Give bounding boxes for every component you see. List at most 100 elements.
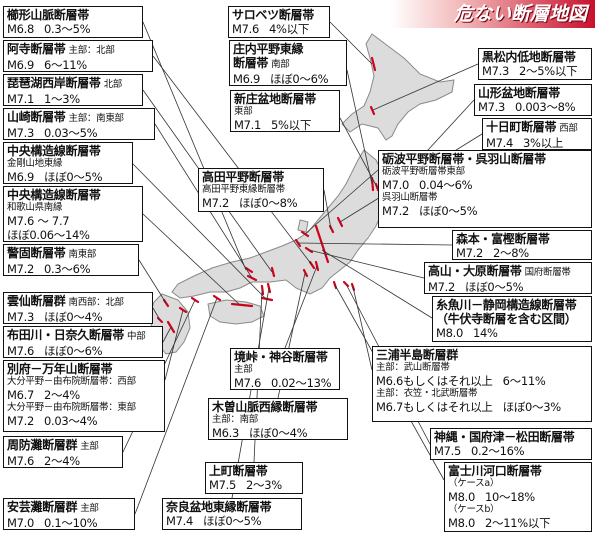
magnitude: M6.9	[7, 170, 35, 184]
fault-name: 富士川河口断層帯	[448, 464, 542, 478]
magnitude: ほぼ0.06～14%	[7, 228, 90, 242]
magnitude: M6.7もしくはそれ以上	[376, 400, 493, 414]
magnitude: M7.6 ～ 7.7	[7, 214, 70, 228]
fault-name: 十日町断層帯西部	[486, 120, 578, 134]
fault-name: 雲仙断層群南西部：北部	[7, 294, 124, 308]
magnitude: M7.4	[166, 514, 194, 528]
leader-aterasawa	[152, 55, 313, 266]
fault-values: ほぼ0.06～14%	[7, 228, 139, 242]
leader-chuo1	[132, 163, 267, 300]
fault-name: 琵琶湖西岸断層帯北部	[7, 76, 123, 90]
fault-name: 境峠・神谷断層帯	[234, 350, 328, 364]
map-title: 危ない断層地図	[390, 0, 595, 28]
fault-values: M8.0 14%	[436, 326, 588, 340]
magnitude: M7.0	[382, 178, 410, 192]
fault-section: 大分平野－由布院断層帯：西部	[7, 376, 136, 387]
fault-itoigawa	[314, 224, 330, 264]
fault-name: 神縄・国府津－松田断層帯	[434, 430, 575, 444]
fault-note: 主部：北部	[68, 45, 115, 56]
fault-note: 国府断層帯	[524, 267, 571, 278]
probability: 4%以下	[269, 22, 310, 36]
magnitude: M7.5	[209, 478, 237, 492]
leader-miura	[352, 286, 373, 371]
magnitude: M7.3	[7, 310, 35, 324]
magnitude: M6.6もしくはそれ以上	[376, 374, 493, 388]
magnitude: M8.0	[436, 326, 464, 340]
fault-section: （ケースa）	[448, 478, 500, 489]
probability: 0.03～4%	[44, 414, 98, 428]
fault-name: 森本・富樫断層帯	[456, 232, 550, 246]
fault-section: （ケースb）	[448, 504, 500, 515]
probability: 2～11%以下	[485, 516, 551, 530]
leader-chuo2	[142, 213, 241, 306]
probability: 0.02～13%	[271, 376, 332, 390]
magnitude: M7.2	[456, 246, 484, 260]
probability: ほぼ0～8%	[239, 196, 298, 210]
fault-chuo2	[230, 302, 254, 308]
magnitude: M6.3	[212, 426, 240, 440]
magnitude: M7.3	[482, 64, 510, 78]
leader-itoigawa	[321, 249, 433, 319]
fault-kiso	[302, 268, 309, 278]
fault-note: 北部	[103, 79, 123, 90]
magnitude: M7.6	[7, 454, 35, 468]
probability: ほぼ0～5%	[203, 514, 262, 528]
fault-nagaoyama	[244, 266, 254, 274]
probability: ほぼ0～4%	[249, 426, 308, 440]
fault-section: 主部：武山断層帯	[376, 362, 450, 373]
fault-values: M7.2 2～8%	[456, 246, 588, 260]
magnitude: M7.2	[382, 204, 410, 218]
probability: 0.3～5%	[44, 22, 91, 36]
probability: 2～8%	[493, 246, 529, 260]
fault-name: サロベツ断層帯	[232, 8, 314, 22]
leader-nagaoyama	[142, 21, 247, 271]
fault-section: 大分平野－由布院断層帯：東部	[7, 402, 136, 413]
leader-aki	[134, 297, 218, 515]
fault-note: 南部	[271, 59, 290, 70]
magnitude: M7.2	[428, 280, 456, 294]
fault-name: 奈良盆地東縁断層帯	[166, 500, 272, 514]
fault-section: 和歌山県南縁	[7, 202, 63, 213]
fault-note: 南東部	[68, 249, 97, 260]
probability: 14%	[473, 326, 498, 340]
fault-note: 主部	[80, 441, 99, 452]
leader-kuromatsunai	[372, 63, 479, 111]
probability: ほぼ0～6%	[270, 72, 329, 86]
magnitude: M7.6	[7, 344, 35, 358]
fault-section: 呉羽山断層帯	[382, 192, 438, 203]
leader-takayama	[308, 249, 425, 279]
fault-kuromatsunai	[369, 105, 376, 116]
leader-sakai	[284, 265, 318, 349]
fault-name: 高山・大原断層帯国府断層帯	[428, 264, 571, 278]
magnitude: M7.3	[7, 126, 35, 140]
